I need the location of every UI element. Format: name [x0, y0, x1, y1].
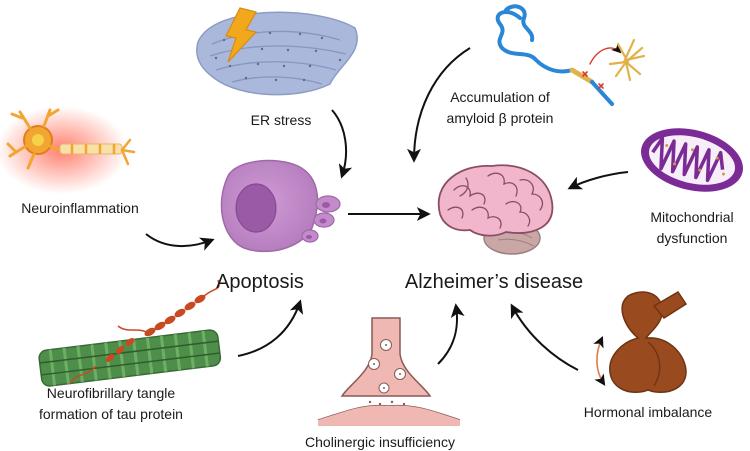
label-apoptosis: Apoptosis [216, 271, 304, 293]
label-neuroinflammation: Neuroinflammation [21, 200, 139, 216]
label-hormonal: Hormonal imbalance [583, 404, 713, 420]
amyloid-icon [495, 4, 646, 106]
neuron-icon [0, 106, 136, 194]
label-mitochondrial: Mitochondrial dysfunction [636, 209, 748, 247]
apoptotic-cell-icon [220, 159, 341, 253]
label-tau: Neurofibrillary tangle formation of tau … [16, 385, 206, 423]
label-tau-line1: Neurofibrillary tangle [46, 385, 176, 401]
label-amyloid-line1: Accumulation of [450, 89, 550, 105]
label-tau-line2: formation of tau protein [39, 406, 183, 422]
label-alzheimers: Alzheimer’s disease [404, 271, 584, 293]
arrows [145, 47, 629, 371]
synapse-icon [317, 317, 461, 426]
arrow-cholinergic-to-alzheimers [437, 303, 465, 365]
label-amyloid-line2: amyloid β protein [446, 110, 554, 126]
label-er-stress: ER stress [250, 112, 312, 128]
arrow-amyloid-to-alzheimers [407, 47, 471, 163]
lightning-icon [225, 7, 258, 63]
arrow-tau-to-apoptosis [237, 299, 304, 357]
label-cholinergic: Cholinergic insufficiency [305, 434, 455, 450]
label-mito-line2: dysfunction [656, 230, 728, 246]
mitochondria-icon [641, 128, 743, 192]
label-amyloid: Accumulation of amyloid β protein [420, 89, 580, 127]
arrow-hormonal-to-alzheimers [510, 303, 579, 371]
brain-icon [437, 164, 554, 255]
tau-tangle-icon [38, 279, 222, 387]
arrow-neuroinflammation-to-apoptosis [145, 233, 215, 251]
arrow-mito-to-alzheimers [567, 171, 629, 190]
gland-icon [593, 290, 688, 393]
er-icon [196, 11, 358, 96]
label-mito-line1: Mitochondrial [650, 209, 734, 225]
arrow-er-to-apoptosis [331, 109, 353, 179]
